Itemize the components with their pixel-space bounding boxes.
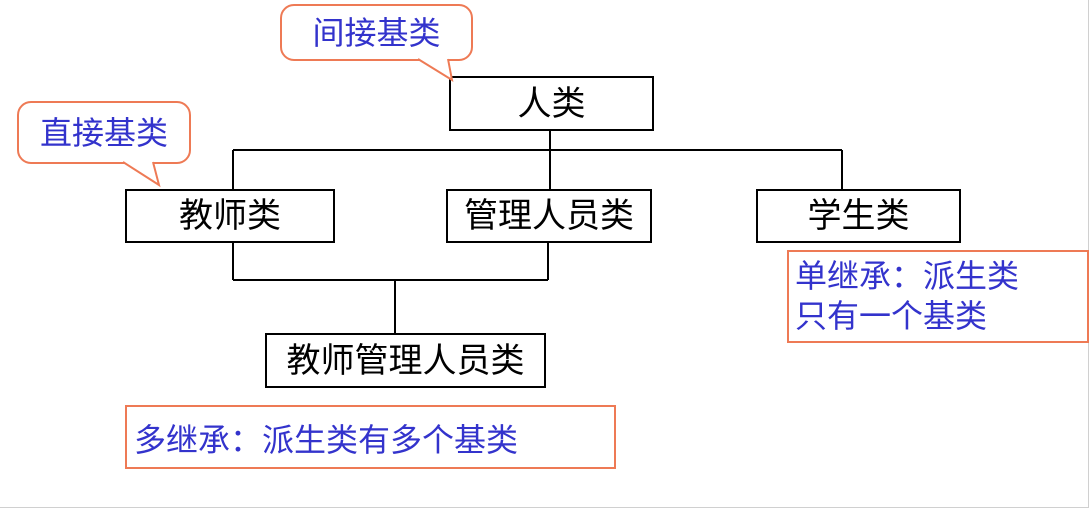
callout-direct-base: 直接基类 [17, 101, 191, 164]
node-teacher: 教师类 [125, 189, 335, 243]
node-teacher-manager: 教师管理人员类 [265, 333, 546, 388]
node-manager: 管理人员类 [446, 189, 652, 243]
note-multiple-inheritance: 多继承：派生类有多个基类 [125, 405, 616, 469]
node-person: 人类 [449, 76, 654, 131]
note-single-inheritance: 单继承：派生类 只有一个基类 [787, 250, 1089, 343]
note-single-inheritance-line-1: 单继承：派生类 [795, 257, 1020, 295]
node-student: 学生类 [756, 189, 961, 243]
callout-indirect-base: 间接基类 [280, 4, 473, 61]
callout-indirect-base-pointer [417, 58, 454, 83]
callout-direct-base-pointer [122, 161, 161, 188]
note-single-inheritance-line-2: 只有一个基类 [795, 297, 988, 335]
note-multiple-inheritance-text: 多继承：派生类有多个基类 [134, 421, 519, 459]
